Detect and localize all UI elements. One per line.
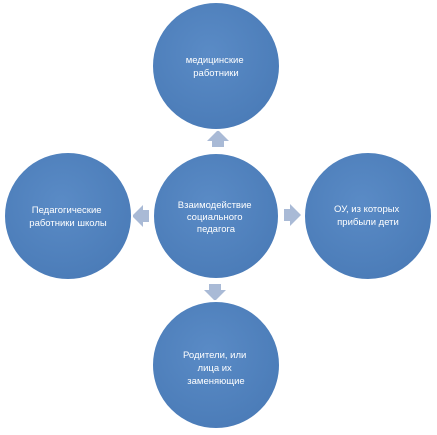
node-bottom-label: Родители, или лица их заменяющие <box>183 350 249 387</box>
arrow-right-icon <box>284 204 301 226</box>
node-top-label: медицинские работники <box>186 55 247 79</box>
node-center: Взаимодействие социального педагога <box>152 152 280 280</box>
arrow-up-icon <box>207 130 229 147</box>
node-bottom-line-1: Родители, или <box>183 350 246 361</box>
node-right-line-1: ОУ, из которых <box>334 204 400 215</box>
arrow-down-icon <box>204 284 226 301</box>
node-left-line-2: работники школы <box>29 218 107 229</box>
node-bottom-line-2: лица их <box>198 363 233 374</box>
node-bottom: Родители, или лица их заменяющие <box>151 300 281 430</box>
node-top: медицинские работники <box>151 1 281 131</box>
node-right: ОУ, из которых прибыли дети <box>303 151 433 281</box>
node-center-label: Взаимодействие социального педагога <box>178 200 254 235</box>
node-center-line-2: социального <box>187 212 243 223</box>
node-top-line-1: медицинские <box>186 55 244 66</box>
node-left: Педагогические работники школы <box>3 151 133 281</box>
node-center-line-1: Взаимодействие <box>178 200 252 211</box>
node-left-label: Педагогические работники школы <box>29 205 107 229</box>
node-bottom-line-3: заменяющие <box>187 376 244 387</box>
node-right-label: ОУ, из которых прибыли дети <box>334 204 402 228</box>
node-right-line-2: прибыли дети <box>337 217 399 228</box>
node-center-line-3: педагога <box>197 224 236 235</box>
arrow-left-icon <box>132 205 149 227</box>
node-top-line-2: работники <box>193 68 238 79</box>
node-left-line-1: Педагогические <box>32 205 102 216</box>
